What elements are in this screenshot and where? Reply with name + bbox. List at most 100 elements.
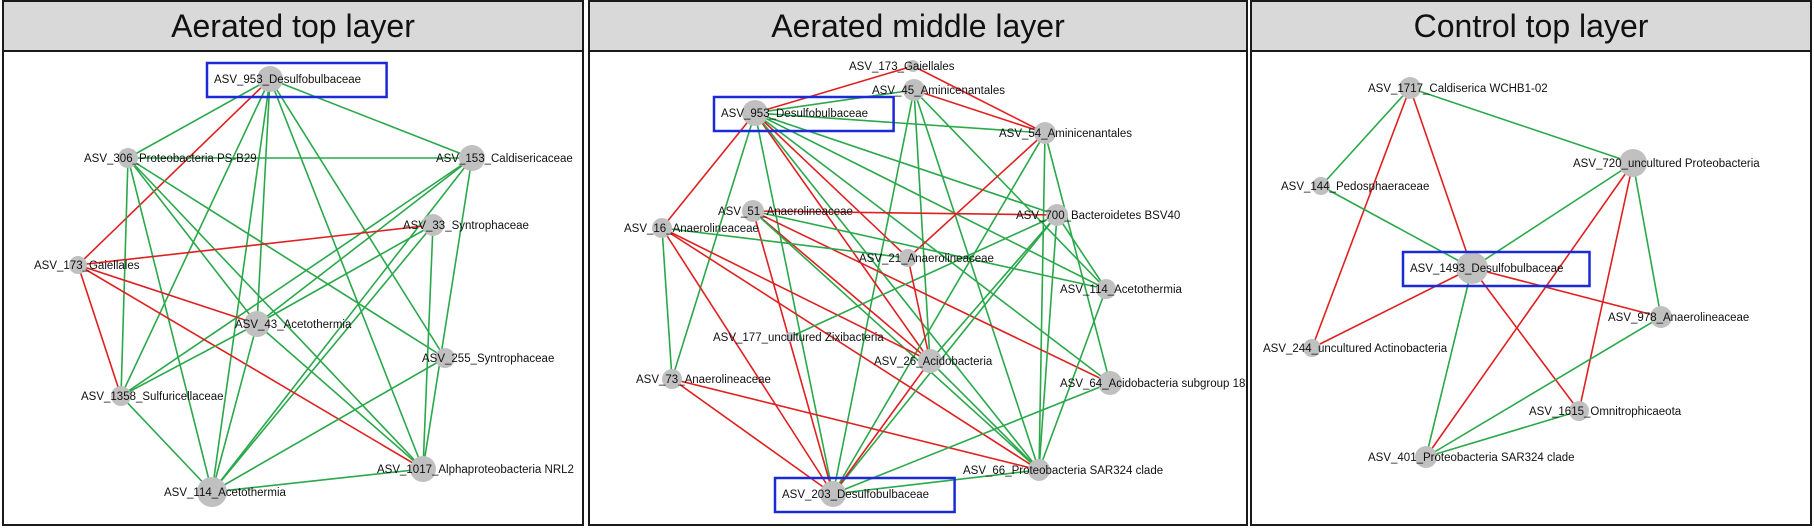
positive-edge-1358-114 xyxy=(120,395,213,493)
negative-edge-51-26 xyxy=(752,210,931,362)
edge-layer xyxy=(661,65,1111,495)
node-label-asv-64: ASV_64_Acidobacteria subgroup 18 xyxy=(1060,378,1245,390)
node-label-asv-54: ASV_54_Aminicenantales xyxy=(999,128,1132,140)
node-asv-54 xyxy=(1034,122,1056,144)
positive-edge-45-114 xyxy=(913,89,1107,290)
positive-edge-306-255 xyxy=(127,157,446,359)
positive-edge-153-43 xyxy=(256,157,473,325)
node-asv-114 xyxy=(1096,279,1116,299)
network-graph: ASV_173_GaiellalesASV_45_Aminicenantales… xyxy=(624,60,1245,514)
positive-edge-953-66 xyxy=(754,112,1040,471)
negative-edge-953-21 xyxy=(754,112,909,259)
positive-edge-114-66 xyxy=(1038,288,1107,471)
node-asv-21 xyxy=(899,249,917,267)
negative-edge-1717-1493 xyxy=(1409,87,1473,269)
node-asv-953 xyxy=(257,66,283,92)
node-asv-173 xyxy=(907,60,919,72)
node-label-asv-700: ASV_700_Bacteroidetes BSV40 xyxy=(1016,210,1180,222)
negative-edge-26-203 xyxy=(832,360,931,495)
negative-edge-54-21 xyxy=(907,132,1046,259)
negative-edge-720-1615 xyxy=(1578,162,1634,412)
positive-edge-953-153 xyxy=(269,78,473,159)
node-layer: ASV_953_DesulfobulbaceaeASV_306_Proteoba… xyxy=(34,61,574,507)
node-asv-33 xyxy=(422,214,444,236)
positive-edge-54-64 xyxy=(1044,132,1111,384)
node-label-asv-33: ASV_33_Syntrophaceae xyxy=(403,220,529,232)
positive-edge-306-1358 xyxy=(120,157,129,397)
node-asv-66 xyxy=(1028,459,1050,481)
positive-edge-306-114 xyxy=(127,157,213,493)
node-asv-700 xyxy=(1046,204,1068,226)
positive-edge-1615-401 xyxy=(1425,410,1580,458)
positive-edge-953-306 xyxy=(127,78,271,159)
positive-edge-51-114 xyxy=(752,210,1107,290)
positive-edge-153-1358 xyxy=(120,157,473,397)
node-label-asv-51: ASV_51_Anaerolineaceae xyxy=(718,206,853,218)
negative-edge-1493-1615 xyxy=(1471,267,1580,412)
node-label-asv-1717: ASV_1717_Caldiserica WCHB1-02 xyxy=(1368,83,1548,95)
positive-edge-45-953 xyxy=(754,89,915,114)
node-asv-173 xyxy=(69,256,87,274)
positive-edge-1717-720 xyxy=(1409,87,1634,164)
positive-edge-114-1017 xyxy=(211,468,424,493)
positive-edge-26-66 xyxy=(929,360,1040,471)
positive-edge-153-114 xyxy=(211,157,473,493)
network-graph: ASV_1717_Caldiserica WCHB1-02ASV_720_unc… xyxy=(1263,77,1760,468)
positive-edge-953-114 xyxy=(754,112,1107,290)
positive-edge-33-114 xyxy=(211,224,434,493)
node-label-asv-1615: ASV_1615_Omnitrophicaeota xyxy=(1529,406,1682,418)
node-asv-73 xyxy=(662,369,682,389)
node-asv-1358 xyxy=(111,386,131,406)
positive-edge-953-255 xyxy=(269,78,446,359)
node-label-asv-953: ASV_953_Desulfobulbaceae xyxy=(214,74,361,86)
negative-edge-1493-244 xyxy=(1311,267,1473,349)
node-label-asv-21: ASV_21_Anaerolineaceae xyxy=(859,253,994,265)
negative-edge-1493-978 xyxy=(1471,267,1662,318)
negative-edge-73-66 xyxy=(671,378,1040,471)
node-label-asv-173: ASV_173_Gaiellales xyxy=(849,61,955,73)
negative-edge-21-26 xyxy=(907,257,931,362)
node-layer: ASV_1717_Caldiserica WCHB1-02ASV_720_unc… xyxy=(1263,77,1760,468)
node-asv-16 xyxy=(652,218,672,238)
positive-edge-203-66 xyxy=(832,469,1040,495)
positive-edge-953-1358 xyxy=(120,78,271,397)
positive-edge-45-203 xyxy=(832,89,915,495)
negative-edge-16-26 xyxy=(661,227,931,362)
positive-edge-54-66 xyxy=(1038,132,1046,471)
highlight-box-asv-953 xyxy=(712,95,895,133)
positive-edge-978-401 xyxy=(1425,316,1662,458)
node-asv-1493 xyxy=(1456,252,1488,284)
highlight-box-asv-203 xyxy=(773,476,956,514)
node-label-asv-401: ASV_401_Proteobacteria SAR324 clade xyxy=(1368,452,1575,464)
node-label-asv-177: ASV_177_uncultured Zixibacteria xyxy=(713,332,884,344)
network-graph: ASV_953_DesulfobulbaceaeASV_306_Proteoba… xyxy=(34,61,574,507)
positive-edge-700-26 xyxy=(929,214,1058,362)
positive-edge-720-1493 xyxy=(1471,162,1634,269)
positive-edge-16-21 xyxy=(661,227,909,259)
node-label-asv-978: ASV_978_Anaerolineaceae xyxy=(1608,312,1749,324)
positive-edge-700-66 xyxy=(1038,214,1058,471)
node-asv-978 xyxy=(1650,306,1672,328)
positive-edge-255-114 xyxy=(211,357,446,493)
node-label-asv-1358: ASV_1358_Sulfuricellaceae xyxy=(81,391,224,403)
node-label-asv-244: ASV_244_uncultured Actinobacteria xyxy=(1263,343,1448,355)
positive-edge-720-978 xyxy=(1632,162,1662,318)
positive-edge-33-1017 xyxy=(422,224,434,470)
node-asv-953 xyxy=(742,100,768,126)
node-asv-306 xyxy=(118,148,138,168)
positive-edge-953-114 xyxy=(211,78,271,493)
negative-edge-51-203 xyxy=(752,210,834,495)
node-asv-43 xyxy=(244,311,270,337)
negative-edge-16-203 xyxy=(661,227,834,495)
panel-aerated-top: Aerated top layer ASV_953_Desulfobulbace… xyxy=(2,0,584,526)
positive-edge-43-1017 xyxy=(256,323,424,470)
node-label-asv-73: ASV_73_Anaerolineaceae xyxy=(636,374,771,386)
node-label-asv-114: ASV_114_Acetothermia xyxy=(1060,284,1182,296)
node-label-asv-43: ASV_43_Acetothermia xyxy=(235,319,352,331)
positive-edge-1717-144 xyxy=(1320,87,1411,187)
positive-edge-700-203 xyxy=(832,214,1058,495)
negative-edge-720-401 xyxy=(1425,162,1634,458)
node-asv-1717 xyxy=(1399,77,1421,99)
